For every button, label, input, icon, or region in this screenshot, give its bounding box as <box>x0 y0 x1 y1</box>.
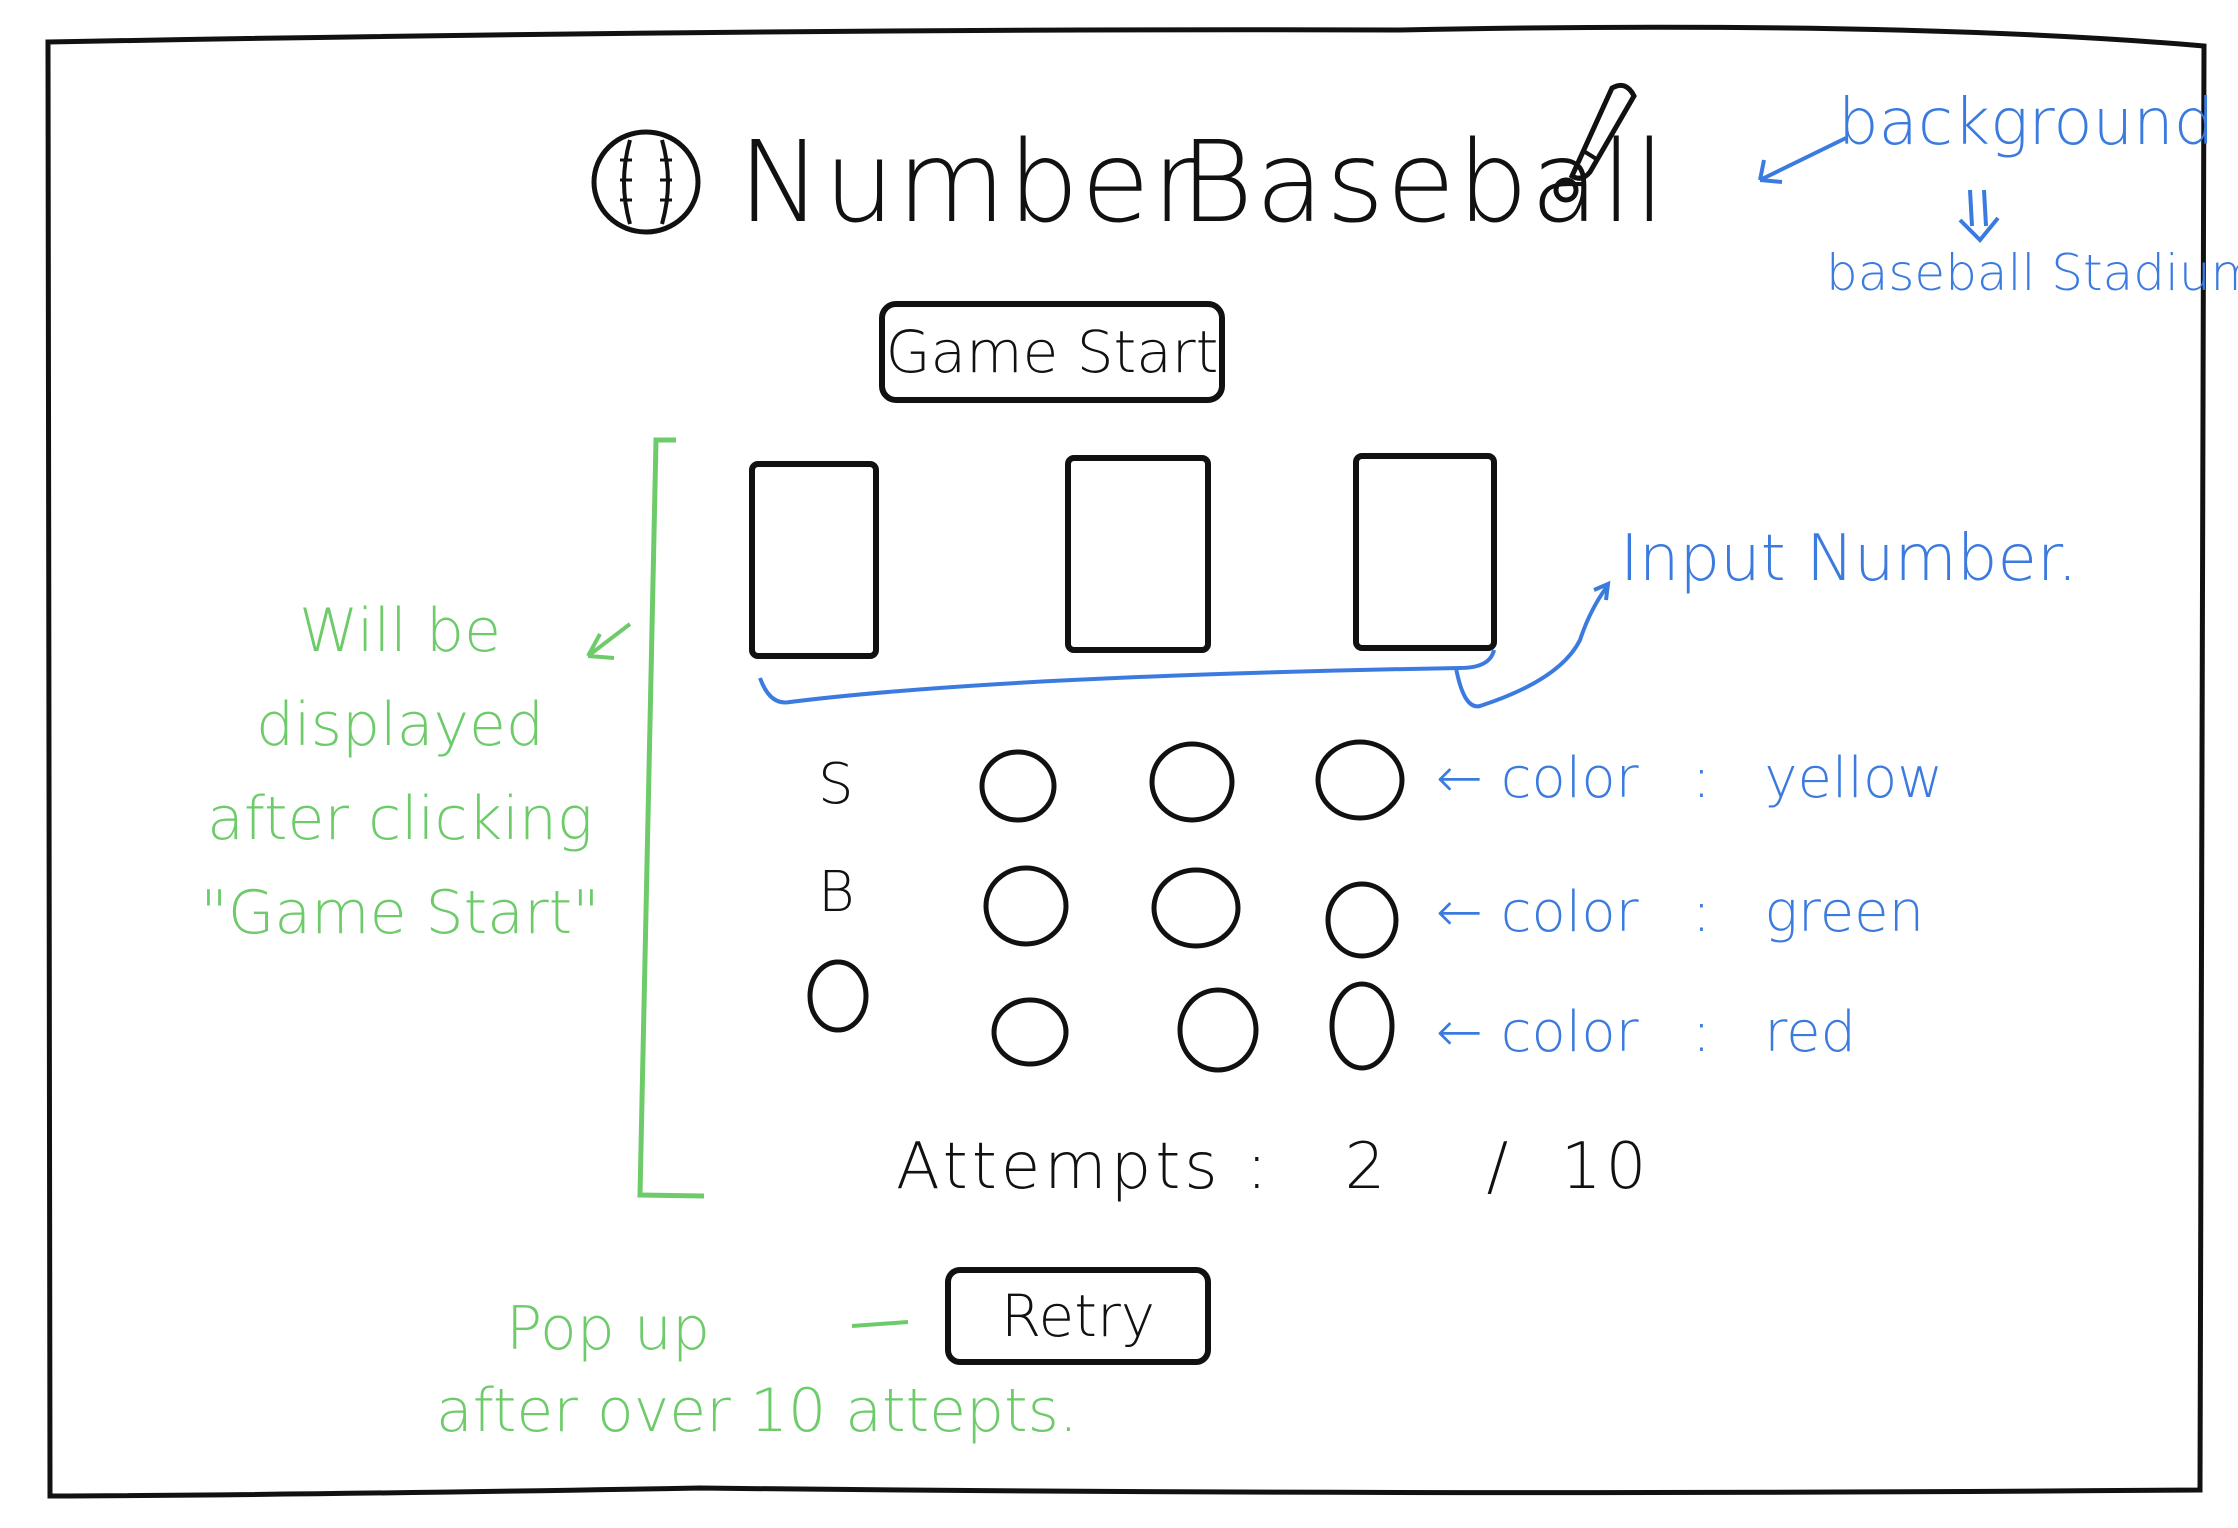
out-color-note: ← color : red <box>1436 1000 1857 1065</box>
number-input-box-2 <box>1065 455 1211 653</box>
background-down-arrow <box>1958 189 2000 243</box>
out-indicators <box>807 959 1395 1073</box>
out-circle <box>991 997 1069 1067</box>
strike-indicators <box>979 739 1405 823</box>
strike-color-note: ← color : yellow <box>1436 746 1944 811</box>
background-stadium-note: baseball Stadium <box>1826 244 2238 302</box>
input-number-note: Input Number. <box>1620 522 2078 596</box>
background-arrow <box>1758 136 1847 184</box>
display-group-arrow <box>586 622 632 660</box>
ball-circle <box>1325 881 1399 959</box>
popup-note-line1: Pop up <box>506 1294 711 1364</box>
retry-button-outline <box>945 1267 1211 1365</box>
title-word-number: Number <box>738 118 1200 248</box>
attempts-max: 10 <box>1560 1130 1651 1204</box>
strike-circle <box>1315 739 1405 821</box>
attempts-label: Attempts <box>896 1130 1222 1204</box>
ball-color-note: ← color : green <box>1436 880 1925 945</box>
background-note: background <box>1838 86 2215 160</box>
strike-label: S <box>818 752 854 817</box>
display-group-bracket <box>637 437 705 1199</box>
ball-circle <box>983 865 1069 947</box>
retry-label: Retry <box>1000 1282 1156 1350</box>
ball-indicators <box>983 865 1399 959</box>
bat-icon <box>1553 82 1637 203</box>
game-start-button[interactable]: Game Start <box>882 304 1222 400</box>
title-word-baseball: Baseball <box>1180 118 1668 248</box>
out-circle <box>1177 987 1259 1073</box>
input-number-brace <box>758 586 1608 709</box>
out-circle <box>1329 981 1395 1071</box>
ball-circle <box>1151 867 1241 949</box>
strike-circle <box>1149 741 1235 823</box>
retry-button[interactable]: Retry <box>948 1270 1208 1362</box>
ball-label: B <box>818 860 855 925</box>
strike-circle <box>979 749 1057 823</box>
popup-connector <box>851 1320 909 1328</box>
popup-note-line2: after over 10 attepts. <box>436 1376 1078 1446</box>
baseball-icon <box>591 129 701 235</box>
game-start-button-outline <box>879 301 1225 403</box>
display-after-start-note: Will be displayed after clicking "Game S… <box>200 596 600 948</box>
frame-border <box>45 24 2207 1499</box>
number-input-box-1 <box>749 461 879 659</box>
game-start-label: Game Start <box>885 318 1219 386</box>
attempts-value: 2 <box>1344 1130 1390 1204</box>
attempts-counter: Attempts : 2 / 10 <box>896 1130 1651 1204</box>
number-input-box-3 <box>1353 453 1497 651</box>
out-circle <box>807 959 869 1033</box>
